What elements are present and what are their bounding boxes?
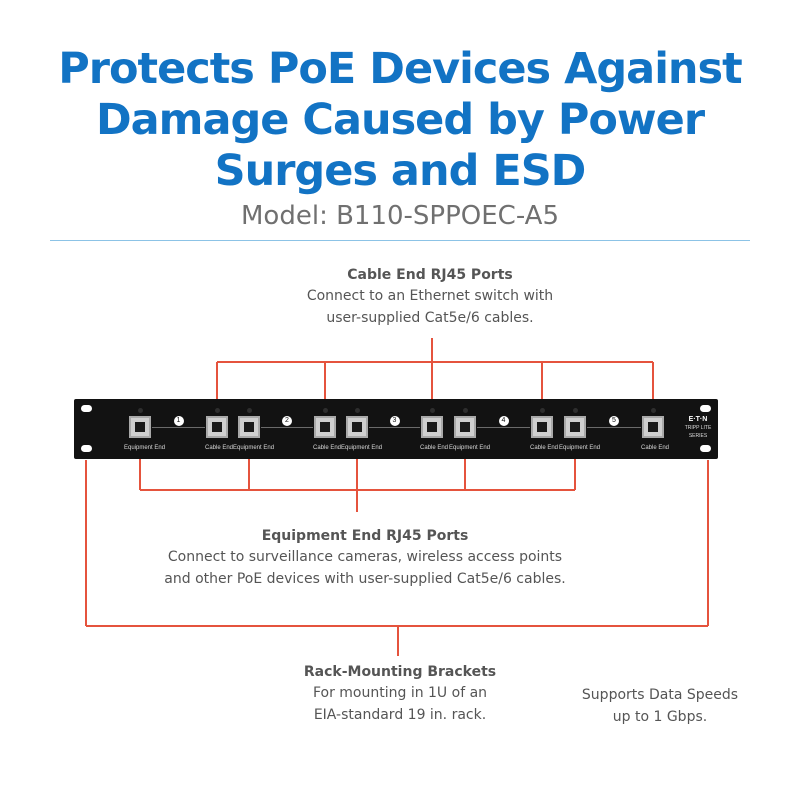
headline: Protects PoE Devices Against Damage Caus… xyxy=(40,44,760,197)
cable-port-1 xyxy=(206,416,228,438)
channel-number-4: 4 xyxy=(498,416,509,426)
callout-rack-title: Rack-Mounting Brackets xyxy=(303,664,497,680)
callout-equipment-line-2: and other PoE devices with user-supplied… xyxy=(164,571,566,587)
callout-rack-line-1: For mounting in 1U of an xyxy=(312,685,488,701)
equipment-port-label-1: Equipment End xyxy=(124,445,166,451)
callout-cable-line-2: user-supplied Cat5e/6 cables. xyxy=(326,310,534,326)
callout-cable-title: Cable End RJ45 Ports xyxy=(347,267,513,283)
cable-port-label-1: Cable End xyxy=(205,445,234,451)
cable-port-label-3: Cable End xyxy=(420,445,449,451)
channel-link-3 xyxy=(369,427,420,428)
callout-rack-line-2: EIA-standard 19 in. rack. xyxy=(313,707,487,723)
cable-port-label-2: Cable End xyxy=(313,445,342,451)
cable-port-5 xyxy=(642,416,664,438)
mount-hole-bottom-right xyxy=(700,445,711,452)
channel-number-1: 1 xyxy=(173,416,184,426)
equipment-port-label-3: Equipment End xyxy=(341,445,383,451)
headline-line-2: Damage Caused by Power xyxy=(95,95,705,145)
brand-sub-2: SERIES xyxy=(688,433,708,439)
equipment-port-3 xyxy=(346,416,368,438)
callout-data-speed: Supports Data Speeds up to 1 Gbps. xyxy=(560,684,760,728)
equipment-port-1 xyxy=(129,416,151,438)
mount-hole-top-right xyxy=(700,405,711,412)
divider xyxy=(50,240,750,241)
eaton-logo: E·T·N TRIPP LITE SERIES xyxy=(680,416,716,440)
brand-name: E·T·N xyxy=(688,416,708,423)
cable-port-led-2 xyxy=(323,408,328,413)
equipment-port-led-5 xyxy=(573,408,578,413)
channel-number-5: 5 xyxy=(609,416,619,426)
mount-hole-top-left xyxy=(81,405,92,412)
cable-port-led-1 xyxy=(215,408,220,413)
cable-port-led-5 xyxy=(651,408,656,413)
channel-number-3: 3 xyxy=(389,416,400,426)
model-number: Model: B110-SPPOEC-A5 xyxy=(241,201,559,231)
cable-port-led-3 xyxy=(430,408,435,413)
channel-link-2 xyxy=(261,427,313,428)
callout-rack-brackets: Rack-Mounting Brackets For mounting in 1… xyxy=(250,662,550,726)
headline-line-3: Surges and ESD xyxy=(214,146,587,196)
channel-link-4 xyxy=(477,427,530,428)
cable-port-2 xyxy=(314,416,336,438)
headline-line-1: Protects PoE Devices Against xyxy=(58,44,742,94)
patch-panel xyxy=(74,399,718,459)
equipment-port-led-3 xyxy=(355,408,360,413)
equipment-port-4 xyxy=(454,416,476,438)
equipment-port-led-4 xyxy=(463,408,468,413)
cable-port-label-4: Cable End xyxy=(530,445,559,451)
cable-port-led-4 xyxy=(540,408,545,413)
equipment-port-led-1 xyxy=(138,408,143,413)
callout-speed-line-2: up to 1 Gbps. xyxy=(612,709,708,725)
channel-link-1 xyxy=(152,427,205,428)
equipment-port-label-2: Equipment End xyxy=(233,445,275,451)
mount-hole-bottom-left xyxy=(81,445,92,452)
cable-port-4 xyxy=(531,416,553,438)
callout-speed-line-1: Supports Data Speeds xyxy=(581,687,739,703)
callout-equipment-title: Equipment End RJ45 Ports xyxy=(261,528,469,544)
cable-port-3 xyxy=(421,416,443,438)
callout-equipment-line-1: Connect to surveillance cameras, wireles… xyxy=(167,549,563,565)
callout-cable-end: Cable End RJ45 Ports Connect to an Ether… xyxy=(200,265,660,329)
equipment-port-label-5: Equipment End xyxy=(559,445,601,451)
callout-equipment-end: Equipment End RJ45 Ports Connect to surv… xyxy=(100,526,630,590)
equipment-port-5 xyxy=(564,416,586,438)
channel-number-2: 2 xyxy=(282,416,292,426)
equipment-port-led-2 xyxy=(247,408,252,413)
callout-cable-line-1: Connect to an Ethernet switch with xyxy=(306,288,554,304)
equipment-port-2 xyxy=(238,416,260,438)
brand-sub: TRIPP LITE xyxy=(684,425,712,431)
equipment-port-label-4: Equipment End xyxy=(449,445,491,451)
cable-port-label-5: Cable End xyxy=(641,445,670,451)
channel-link-5 xyxy=(587,427,641,428)
